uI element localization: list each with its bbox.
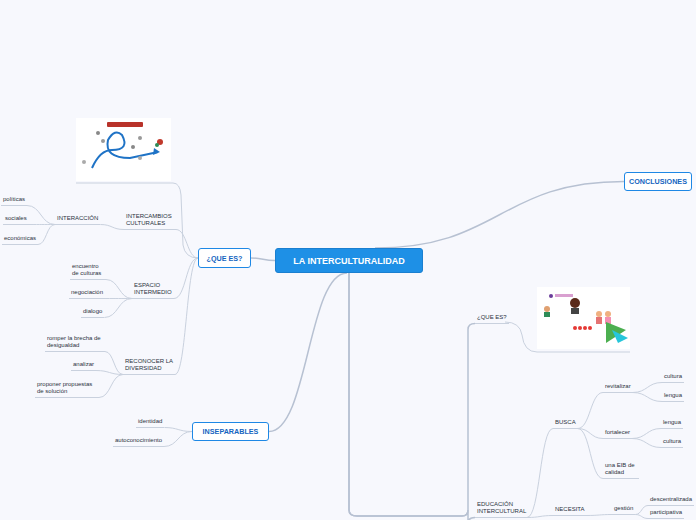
- topic-text: identidad: [138, 418, 162, 425]
- branch-line: [635, 515, 648, 519]
- subtopic: gestión: [612, 505, 635, 515]
- subtopic: descentralizada: [648, 496, 694, 506]
- subtopic: cultura: [661, 438, 683, 448]
- branch-line: [99, 375, 123, 398]
- topic-text: revitalizar: [605, 383, 631, 390]
- subtopic: INTERCAMBIOS CULTURALES: [124, 213, 176, 230]
- topic-text: proponer propuestas de solución: [37, 381, 97, 395]
- branch-line: [164, 428, 192, 432]
- subtopic: encuentro de culturas: [70, 263, 106, 280]
- subtopic: romper la brecha de desigualdad: [45, 335, 105, 352]
- subtopic: políticas: [1, 196, 27, 206]
- branch-line: [251, 258, 275, 261]
- topic-text: lengua: [663, 419, 681, 426]
- topic-text: ¿QUE ES?: [477, 314, 507, 321]
- topic-text: económicas: [4, 235, 36, 242]
- branch-line: [106, 280, 132, 299]
- topic-text: LA INTERCULTURALIDAD: [293, 256, 405, 266]
- topic-text: ESPACIO INTERMEDIO: [134, 282, 172, 296]
- topic-text: políticas: [3, 196, 25, 203]
- illustration-etica: [537, 287, 630, 349]
- subtopic: identidad: [136, 418, 164, 428]
- branch-line: [633, 383, 662, 393]
- branch-line: [587, 515, 612, 516]
- subtopic: revitalizar: [603, 383, 633, 393]
- subtopic: negociación: [69, 289, 105, 299]
- topic-text: INSEPARABLES: [203, 427, 259, 436]
- subtopic: EDUCACIÓN INTERCULTURAL: [475, 501, 527, 518]
- topic-text: BUSCA: [555, 419, 576, 426]
- topic-text: ¿QUE ES?: [207, 254, 243, 263]
- subtopic: lengua: [662, 392, 684, 402]
- topic-text: EDUCACIÓN INTERCULTURAL: [477, 501, 525, 515]
- branch-line: [29, 224, 55, 225]
- subtopic: participativa: [648, 509, 684, 519]
- branch-line: [632, 429, 661, 439]
- topic-text: INTERCAMBIOS CULTURALES: [126, 213, 174, 227]
- subtopic: BUSCA: [553, 419, 578, 429]
- branch-line: [164, 432, 192, 447]
- branch-line: [269, 273, 347, 432]
- main-topic-box: CONCLUSIONES: [624, 172, 692, 191]
- topic-text: INTERACCIÓN: [57, 215, 98, 222]
- branch-line: [349, 273, 475, 520]
- subtopic: dialogo: [81, 308, 104, 318]
- topic-text: autoconocimiento: [115, 437, 162, 444]
- subtopic: INTERACCIÓN: [55, 215, 100, 225]
- topic-text: CONCLUSIONES: [629, 177, 687, 186]
- branch-line: [176, 230, 198, 259]
- main-topic-box: ¿QUE ES?: [198, 248, 251, 268]
- subtopic: una EIB de calidad: [603, 462, 639, 479]
- topic-text: dialogo: [83, 308, 102, 315]
- topic-text: cultura: [664, 373, 682, 380]
- subtopic: RECONOCER LA DIVERSIDAD: [123, 358, 175, 375]
- branch-line: [105, 352, 123, 375]
- topic-text: gestión: [614, 505, 633, 512]
- subtopic: lengua: [661, 419, 683, 429]
- illustration-interculturalidad: [76, 118, 171, 181]
- topic-text: descentralizada: [650, 496, 692, 503]
- subtopic: cultura: [662, 373, 684, 383]
- subtopic: NECESITA: [553, 506, 587, 516]
- main-topic-box: INSEPARABLES: [192, 422, 269, 441]
- subtopic: económicas: [2, 235, 38, 245]
- topic-text: encuentro de culturas: [72, 263, 104, 277]
- branch-line: [633, 393, 662, 402]
- branch-line: [349, 273, 475, 516]
- topic-text: negociación: [71, 289, 103, 296]
- topic-text: participativa: [650, 509, 682, 516]
- subtopic: ¿QUE ES?: [475, 314, 509, 324]
- topic-text: una EIB de calidad: [605, 462, 637, 476]
- topic-text: RECONOCER LA DIVERSIDAD: [125, 358, 173, 372]
- branch-line: [104, 299, 132, 318]
- branch-line: [527, 516, 553, 518]
- subtopic: ESPACIO INTERMEDIO: [132, 282, 174, 299]
- subtopic: proponer propuestas de solución: [35, 381, 99, 398]
- branch-line: [527, 429, 553, 518]
- topic-text: cultura: [663, 438, 681, 445]
- branch-line: [27, 206, 55, 225]
- branch-line: [175, 258, 198, 375]
- subtopic: autoconocimiento: [113, 437, 164, 447]
- central-topic: LA INTERCULTURALIDAD: [275, 248, 423, 273]
- subtopic: analizar: [71, 361, 96, 371]
- subtopic: sociales: [3, 215, 29, 225]
- topic-text: NECESITA: [555, 506, 585, 513]
- branch-line: [635, 506, 648, 515]
- topic-text: fortalecer: [605, 429, 630, 436]
- branch-line: [578, 393, 603, 429]
- branch-line: [38, 225, 55, 245]
- topic-text: analizar: [73, 361, 94, 368]
- topic-text: romper la brecha de desigualdad: [47, 335, 103, 349]
- branch-line: [174, 258, 198, 299]
- branch-line: [100, 225, 124, 230]
- topic-text: lengua: [664, 392, 682, 399]
- subtopic: fortalecer: [603, 429, 632, 439]
- branch-line: [375, 182, 624, 249]
- branch-line: [578, 429, 603, 479]
- branch-line: [96, 371, 123, 375]
- branch-line: [632, 439, 661, 448]
- topic-text: sociales: [5, 215, 27, 222]
